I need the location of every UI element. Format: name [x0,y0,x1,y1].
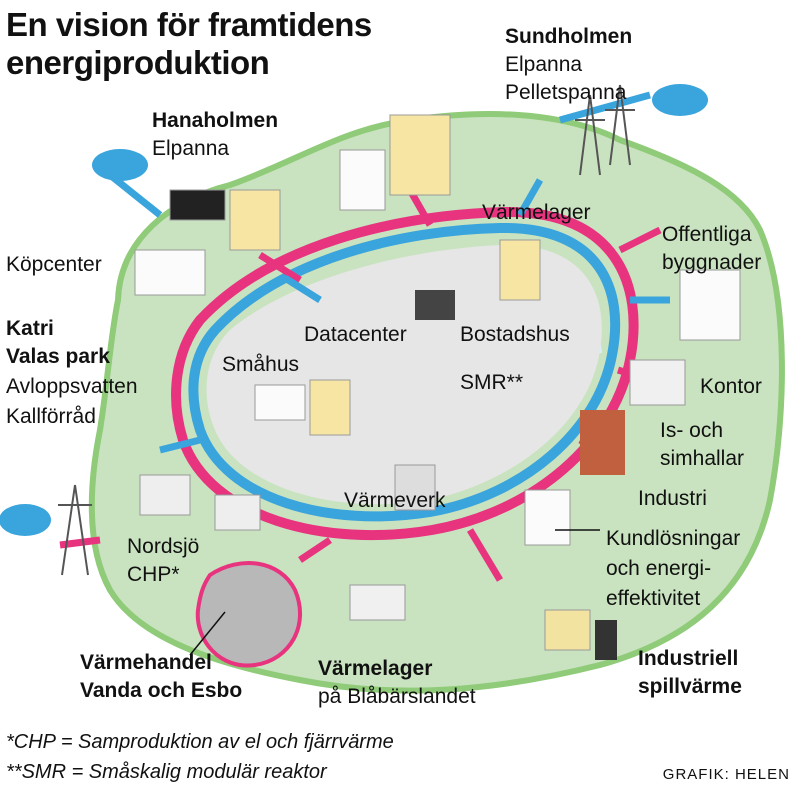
label-hanaholmen: Hanaholmen [152,109,279,132]
heat-trade-pointer [189,611,226,656]
label-varmeverk: Värmeverk [344,489,446,512]
buildings [134,114,741,660]
label-byggnader: byggnader [662,251,762,274]
label-smahus: Småhus [222,353,300,376]
label-sundholmen: Sundholmen [505,25,633,48]
label-chp: CHP* [127,563,180,586]
label-kallforrad: Kallförråd [6,405,96,428]
label-valas-park: Valas park [6,345,110,368]
energy-badges [0,84,708,536]
label-vanda-esbo: Vanda och Esbo [80,679,243,702]
label-varmelager-top: Värmelager [482,201,591,224]
label-nordsjo: Nordsjö [127,535,200,558]
label-kundlosningar: Kundlösningar [606,527,741,550]
label-simhallar: simhallar [660,447,745,470]
title-line-2: energiproduktion [6,44,270,81]
label-kopcenter: Köpcenter [6,253,102,276]
label-datacenter: Datacenter [304,323,407,346]
label-varmehandel: Värmehandel [80,651,212,674]
credit: GRAFIK: HELEN [662,766,790,783]
heat-trade-area [195,561,302,668]
label-kontor: Kontor [700,375,762,398]
label-effektivitet: effektivitet [606,587,701,610]
label-smr: SMR** [460,371,524,394]
label-katri: Katri [6,317,54,340]
label-bostadshus: Bostadshus [460,323,570,346]
label-och-energi: och energi- [606,557,712,580]
label-varmelager-bottom: Värmelager [318,657,433,680]
footnote-chp: *CHP = Samproduktion av el och fjärrvärm… [6,731,394,753]
label-avloppsvatten: Avloppsvatten [6,375,138,398]
label-sundholmen-elpanna: Elpanna [505,53,583,76]
label-industri: Industri [638,487,707,510]
title-line-1: En vision för framtidens [6,6,372,43]
label-industriell: Industriell [638,647,739,670]
label-spillvarme: spillvärme [638,675,742,698]
label-offentliga: Offentliga [662,223,752,246]
label-ishallar: Is- och [660,419,724,442]
central-island [206,244,602,505]
label-blabarslandet: på Blåbärslandet [318,685,476,708]
label-hanaholmen-elpanna: Elpanna [152,137,230,160]
footnote-smr: **SMR = Småskalig modulär reaktor [6,761,327,783]
page-title: En vision för framtidens energiproduktio… [6,6,372,82]
label-sundholmen-pelletspanna: Pelletspanna [505,81,627,104]
power-towers [58,84,635,576]
